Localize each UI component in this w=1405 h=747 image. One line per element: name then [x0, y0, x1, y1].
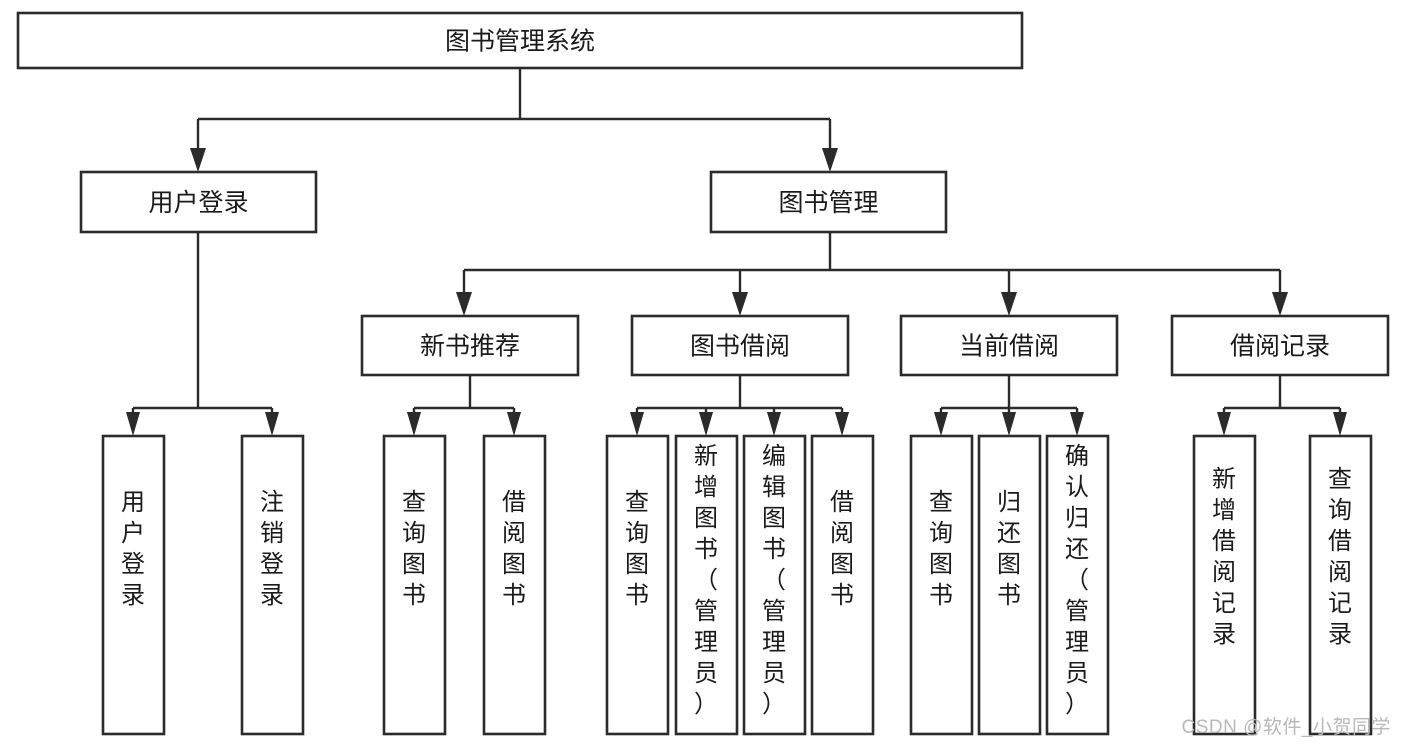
arrow-cb-leaf3 [1070, 412, 1084, 436]
leaf-current-borrow-2-box[interactable] [977, 434, 1042, 736]
leaf-user-login-1-box[interactable] [101, 434, 166, 736]
leaf-user-login-1[interactable]: 用户登录 [101, 434, 166, 736]
leaf-current-borrow-2[interactable]: 归还图书 [977, 434, 1042, 736]
leaf-new-book-2-label: 借阅图书 [502, 489, 526, 609]
node-root-box[interactable] [16, 11, 1024, 70]
arrow-br-leaf2 [1333, 412, 1347, 436]
leaf-new-book-2-box[interactable] [482, 434, 547, 736]
arrow-to-current-borrow [1001, 292, 1017, 316]
arrow-to-new-book [456, 292, 472, 316]
leaf-borrow-record-2[interactable]: 查询借阅记录 [1308, 434, 1373, 736]
node-borrow-record-label: 借阅记录 [1230, 333, 1330, 361]
node-book-manage-box[interactable] [709, 170, 948, 234]
leaf-current-borrow-2-label: 归还图书 [997, 489, 1021, 609]
leaf-borrow-record-1[interactable]: 新增借阅记录 [1192, 434, 1257, 736]
leaf-user-login-2-label: 注销登录 [260, 489, 284, 609]
leaf-book-borrow-1-label: 查询图书 [625, 489, 649, 609]
node-root[interactable]: 图书管理系统 [16, 11, 1024, 70]
leaf-book-borrow-4-box[interactable] [810, 434, 875, 736]
node-borrow-record-box[interactable] [1170, 314, 1390, 377]
connector-layer [126, 68, 1347, 436]
arrow-br-leaf1 [1217, 412, 1231, 436]
leaf-borrow-record-1-label: 新增借阅记录 [1212, 466, 1236, 648]
leaf-book-borrow-2[interactable]: 新增图书（管理员） [674, 434, 739, 736]
arrow-bb-leaf4 [835, 412, 849, 436]
arrow-to-book-manage [822, 148, 838, 172]
node-borrow-record[interactable]: 借阅记录 [1170, 314, 1390, 377]
node-book-borrow-box[interactable] [630, 314, 850, 377]
node-current-borrow[interactable]: 当前借阅 [899, 314, 1119, 377]
arrow-to-user-login [190, 148, 206, 172]
node-new-book-recommend[interactable]: 新书推荐 [360, 314, 580, 377]
csdn-watermark: CSDN @软件_小贺同学 [1181, 717, 1391, 738]
leaf-book-borrow-2-box[interactable] [674, 434, 739, 736]
arrow-bb-leaf3 [767, 412, 781, 436]
arrow-to-book-borrow [732, 292, 748, 316]
leaf-borrow-record-2-box[interactable] [1308, 434, 1373, 736]
node-user-login-label: 用户登录 [148, 189, 248, 217]
leaf-borrow-record-2-label: 查询借阅记录 [1328, 466, 1352, 648]
leaf-current-borrow-3-label: 确认归还（管理员） [1065, 443, 1089, 718]
node-current-borrow-label: 当前借阅 [959, 333, 1059, 361]
leaf-book-borrow-2-label: 新增图书（管理员） [694, 443, 718, 718]
node-book-manage[interactable]: 图书管理 [709, 170, 948, 234]
leaf-user-login-2[interactable]: 注销登录 [240, 434, 305, 736]
leaf-new-book-1[interactable]: 查询图书 [382, 434, 447, 736]
leaf-current-borrow-3[interactable]: 确认归还（管理员） [1045, 434, 1110, 736]
node-current-borrow-box[interactable] [899, 314, 1119, 377]
leaf-book-borrow-4[interactable]: 借阅图书 [810, 434, 875, 736]
leaf-book-borrow-4-label: 借阅图书 [830, 489, 854, 609]
arrow-bb-leaf1 [630, 412, 644, 436]
leaf-current-borrow-1[interactable]: 查询图书 [909, 434, 974, 736]
leaf-new-book-1-box[interactable] [382, 434, 447, 736]
leaf-book-borrow-3-box[interactable] [742, 434, 807, 736]
arrow-cb-leaf1 [934, 412, 948, 436]
leaf-book-borrow-1[interactable]: 查询图书 [605, 434, 670, 736]
node-user-login[interactable]: 用户登录 [79, 170, 318, 234]
leaf-current-borrow-1-box[interactable] [909, 434, 974, 736]
arrow-ul-leaf2 [265, 412, 279, 436]
node-root-label: 图书管理系统 [445, 28, 595, 56]
leaf-borrow-record-1-box[interactable] [1192, 434, 1257, 736]
leaf-book-borrow-3[interactable]: 编辑图书（管理员） [742, 434, 807, 736]
node-user-login-box[interactable] [79, 170, 318, 234]
arrow-ul-leaf1 [126, 412, 140, 436]
leaf-user-login-2-box[interactable] [240, 434, 305, 736]
arrow-cb-leaf2 [1002, 412, 1016, 436]
node-book-borrow[interactable]: 图书借阅 [630, 314, 850, 377]
leaf-user-login-1-label: 用户登录 [121, 489, 145, 609]
arrow-bb-leaf2 [699, 412, 713, 436]
leaf-book-borrow-3-label: 编辑图书（管理员） [762, 443, 786, 718]
leaf-new-book-1-label: 查询图书 [402, 489, 426, 609]
leaf-book-borrow-1-box[interactable] [605, 434, 670, 736]
node-book-manage-label: 图书管理 [778, 189, 878, 217]
arrow-to-borrow-record [1272, 292, 1288, 316]
leaf-current-borrow-1-label: 查询图书 [929, 489, 953, 609]
arrow-nb-leaf2 [507, 412, 521, 436]
node-new-book-recommend-box[interactable] [360, 314, 580, 377]
leaf-current-borrow-3-box[interactable] [1045, 434, 1110, 736]
node-new-book-recommend-label: 新书推荐 [420, 333, 520, 361]
node-book-borrow-label: 图书借阅 [690, 333, 790, 361]
arrow-nb-leaf1 [407, 412, 421, 436]
leaf-new-book-2[interactable]: 借阅图书 [482, 434, 547, 736]
